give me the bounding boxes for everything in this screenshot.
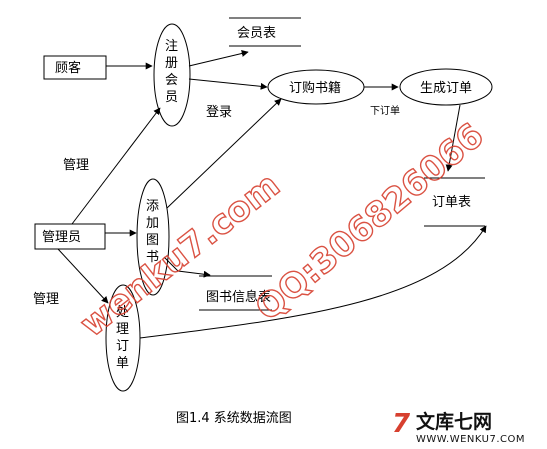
process-add-books-char-1: 添: [146, 199, 159, 214]
store-orders-label: 订单表: [432, 195, 471, 210]
store-members: 会员表: [229, 17, 301, 47]
process-register-char-4: 员: [165, 90, 178, 105]
process-process-orders-char-3: 订: [116, 339, 129, 354]
flow-process-orders-to-orders: [139, 225, 487, 339]
flow-label-login: 登录: [206, 105, 232, 120]
flow-admin-to-register: [71, 107, 161, 225]
process-add-books-char-4: 书: [146, 250, 159, 265]
flow-register-to-members: [188, 50, 249, 67]
entity-customer-label: 顾客: [55, 60, 81, 76]
process-process-orders-char-4: 单: [116, 356, 129, 371]
process-process-orders-char-2: 理: [116, 322, 129, 337]
process-register-char-2: 册: [165, 56, 178, 71]
process-register-member: 注 册 会 员: [153, 23, 191, 127]
watermark-site: wenku7.com: [73, 165, 288, 345]
process-register-char-3: 会: [165, 73, 178, 88]
process-add-books-char-2: 加: [146, 216, 159, 231]
process-generate-order: 生成订单: [399, 68, 493, 106]
store-books-label: 图书信息表: [206, 289, 271, 305]
process-register-char-1: 注: [165, 39, 178, 54]
process-process-orders: 处 理 订 单: [105, 284, 141, 392]
entity-admin-label: 管理员: [42, 230, 81, 245]
process-generate-order-label: 生成订单: [420, 81, 472, 96]
flow-label-manage-1: 管理: [63, 158, 89, 173]
store-orders: 订单表: [424, 177, 485, 227]
watermark-qq: QQ:306826066: [248, 115, 492, 328]
process-order-books-label: 订购书籍: [289, 80, 341, 96]
flow-admin-to-process-orders: [57, 248, 109, 304]
process-add-books: 添 加 图 书: [136, 178, 170, 296]
flow-label-place-order: 下订单: [370, 105, 400, 117]
process-add-books-char-3: 图: [146, 233, 159, 248]
figure-caption: 图1.4 系统数据流图: [176, 411, 292, 426]
site-logo: 7 文库七网 WWW.WENKU7.COM: [392, 409, 525, 445]
logo-url: WWW.WENKU7.COM: [416, 434, 525, 445]
entity-admin: 管理员: [34, 223, 106, 250]
entity-customer: 顾客: [43, 55, 107, 80]
flow-add-books-to-order-books: [166, 98, 282, 209]
store-members-label: 会员表: [237, 26, 276, 41]
logo-mark-icon: 7: [392, 409, 411, 439]
flow-label-manage-2: 管理: [33, 292, 59, 307]
flow-generate-to-orders: [445, 104, 461, 172]
process-order-books: 订购书籍: [267, 69, 365, 105]
process-process-orders-char-1: 处: [116, 305, 129, 320]
store-books: 图书信息表: [199, 275, 272, 311]
flow-lines: [57, 50, 487, 339]
flow-add-books-to-store: [163, 256, 211, 278]
flow-register-to-order-books: [188, 78, 268, 90]
logo-name: 文库七网: [416, 410, 492, 433]
